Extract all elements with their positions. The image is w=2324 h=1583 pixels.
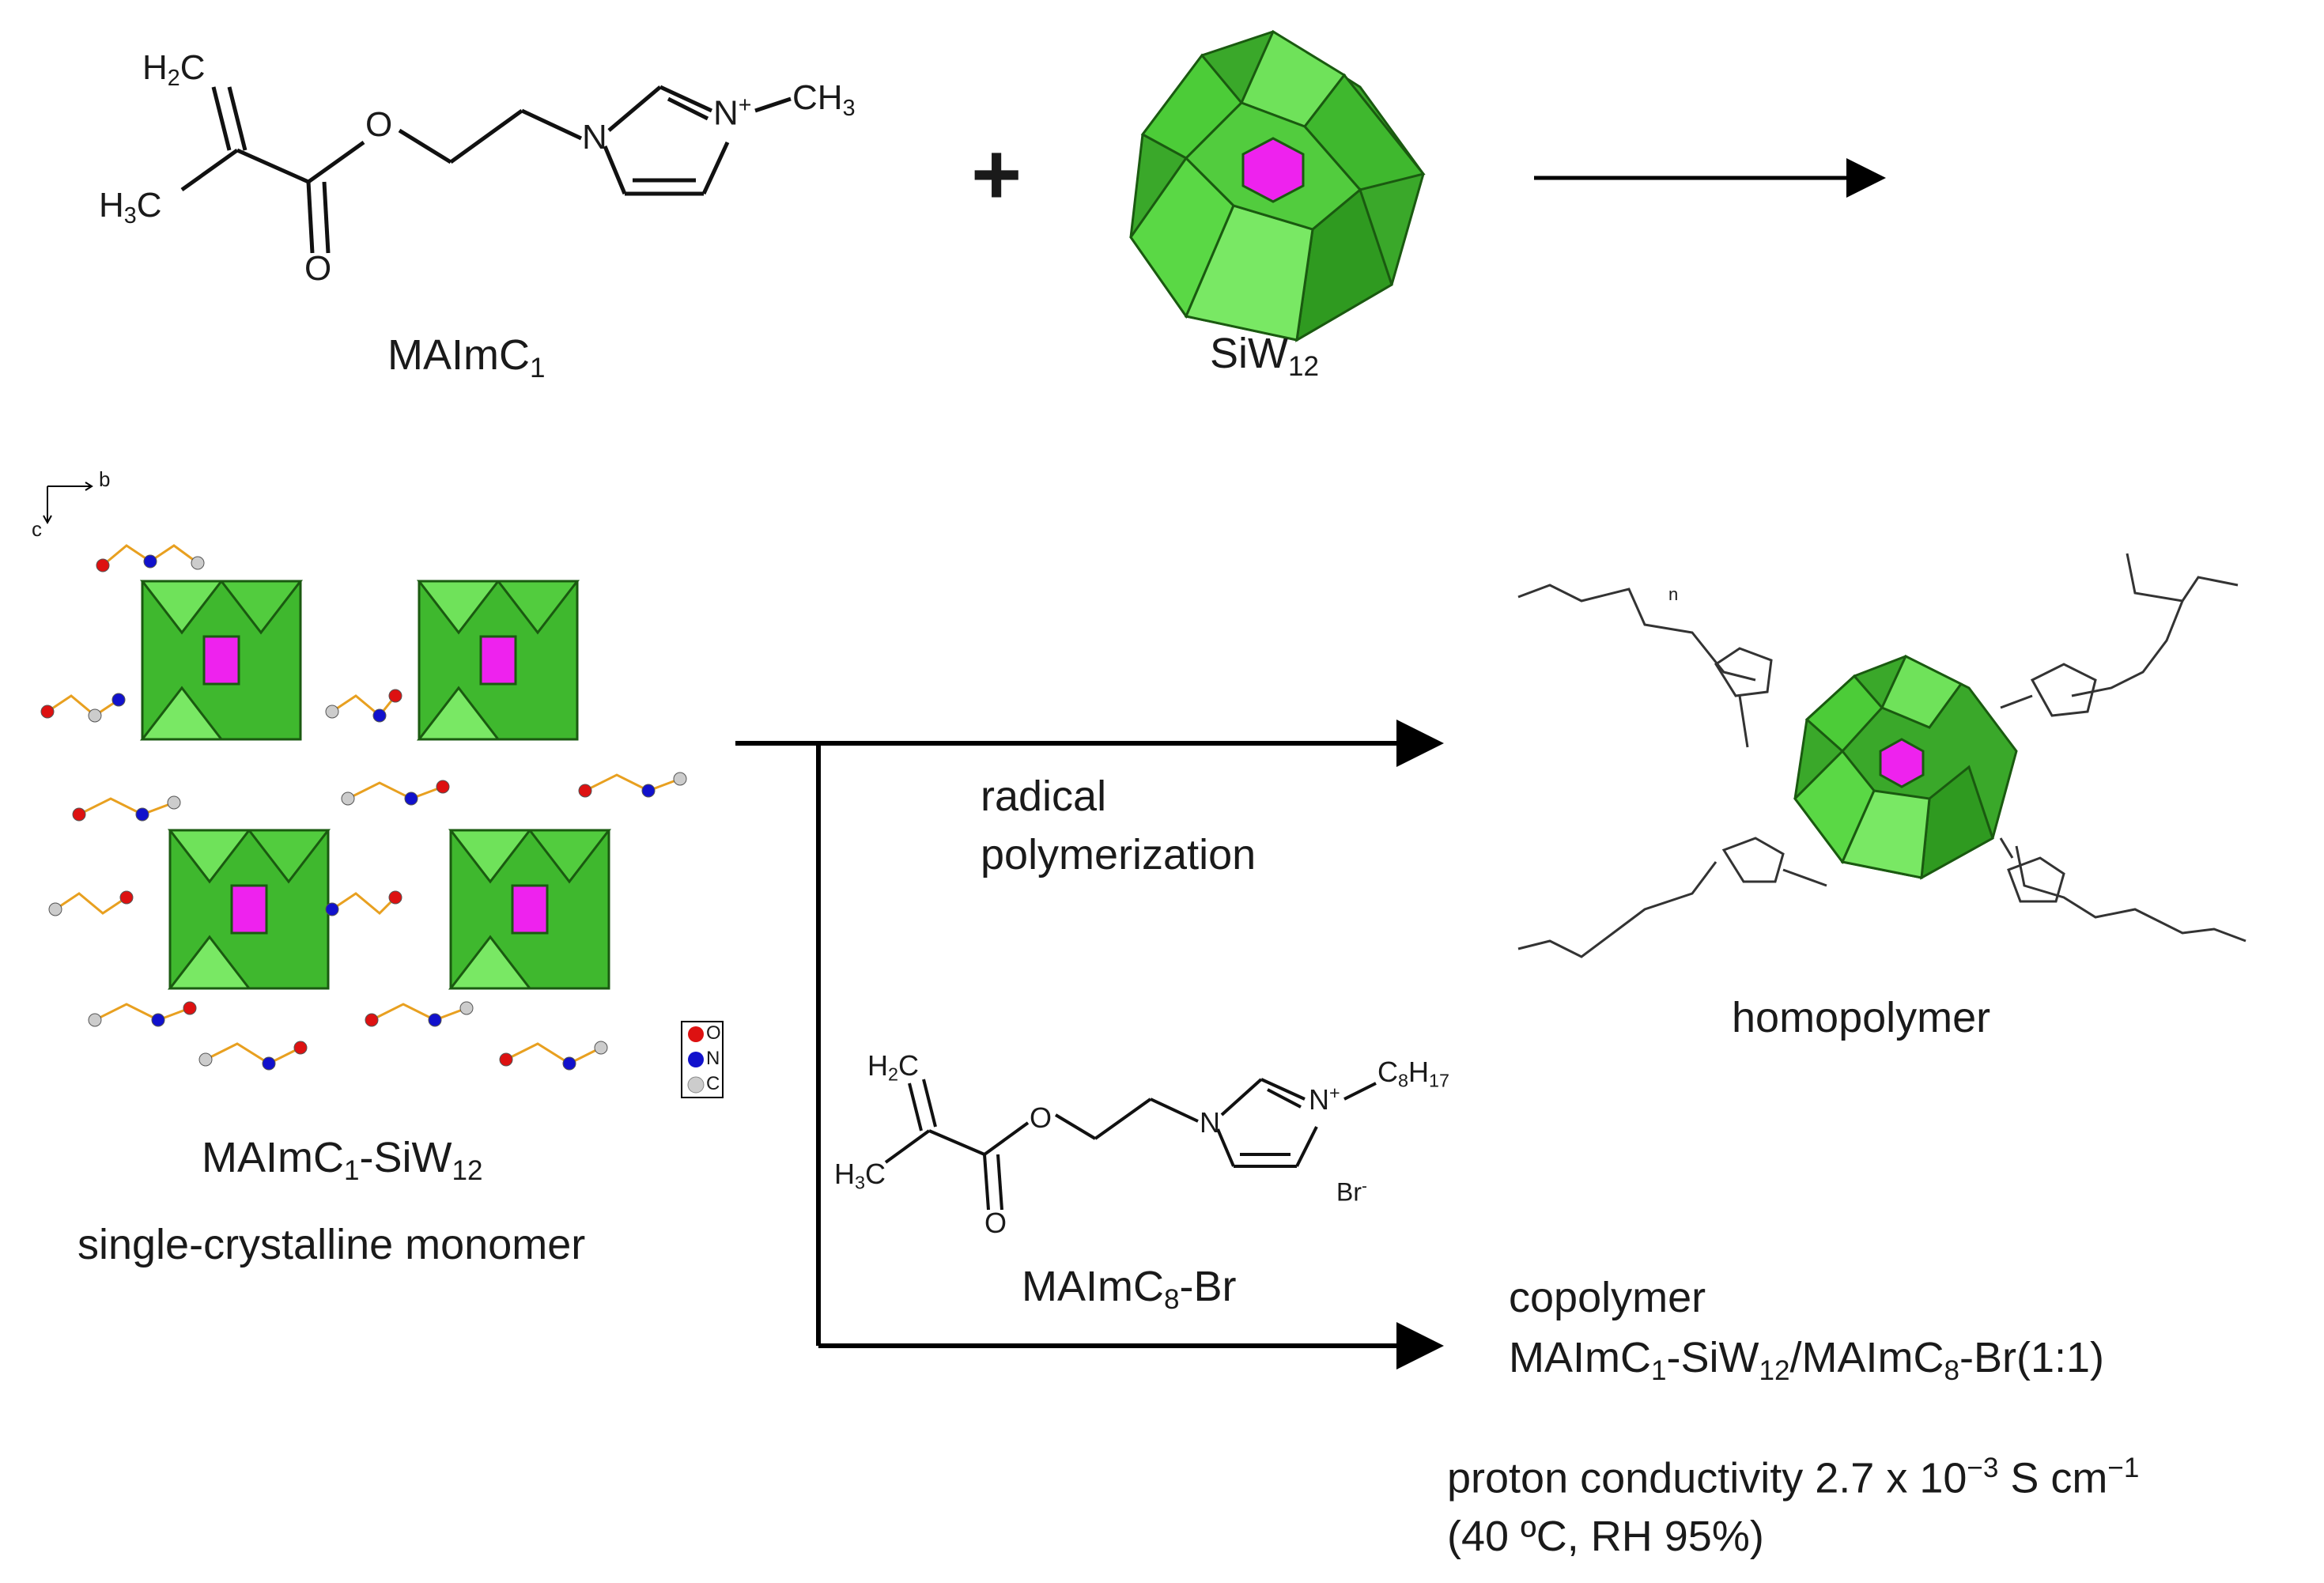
comonomer-carbonyl-o: O bbox=[984, 1207, 1007, 1239]
crystal-caption: single-crystalline monomer bbox=[77, 1221, 586, 1268]
homopolymer-caption: homopolymer bbox=[1732, 994, 1991, 1041]
branch-arrows bbox=[735, 720, 1444, 1370]
monomer-n1: N bbox=[582, 118, 607, 157]
comonomer-ester-o: O bbox=[1030, 1101, 1052, 1134]
monomer-structure bbox=[180, 85, 792, 254]
comonomer-structure bbox=[884, 1078, 1377, 1211]
monomer-ester-o: O bbox=[365, 105, 393, 144]
conductivity-conditions: (40 ºC, RH 95%) bbox=[1447, 1513, 1764, 1560]
homopolymer-cluster bbox=[1793, 654, 2018, 880]
comonomer-n1: N bbox=[1200, 1106, 1220, 1139]
monomer-n3: N+ bbox=[713, 93, 752, 133]
monomer-ch3: CH3 bbox=[792, 78, 856, 121]
monomer-h2c: H2C bbox=[142, 48, 206, 91]
crystal-packing bbox=[139, 580, 612, 990]
homopolymer-arms bbox=[1517, 553, 2247, 958]
siw12-cluster bbox=[1129, 29, 1426, 342]
legend-o-label: O bbox=[706, 1022, 721, 1044]
comonomer-name: MAImC8-Br bbox=[1022, 1263, 1237, 1315]
axis-c-label: c bbox=[32, 517, 42, 541]
atom-legend-box bbox=[681, 1021, 724, 1098]
comonomer-counterion: Br- bbox=[1336, 1177, 1367, 1207]
monomer-carbonyl-o: O bbox=[304, 249, 332, 288]
comonomer-alkyl: C8H17 bbox=[1377, 1056, 1450, 1091]
axis-indicator bbox=[43, 482, 93, 525]
crystal-name: MAImC1-SiW12 bbox=[202, 1134, 483, 1186]
legend-c-dot bbox=[687, 1076, 705, 1094]
conductivity-value: proton conductivity 2.7 x 10−3 S cm−1 bbox=[1447, 1453, 2140, 1502]
legend-n-dot bbox=[688, 1052, 704, 1067]
legend-c-label: C bbox=[706, 1073, 720, 1094]
legend-n-label: N bbox=[706, 1048, 720, 1069]
plus-sign: + bbox=[971, 126, 1022, 223]
crystal-bonds bbox=[47, 544, 681, 1065]
legend-o-dot bbox=[688, 1026, 704, 1042]
chain-n-label: n bbox=[1668, 584, 1679, 604]
comonomer-h2c: H2C bbox=[867, 1049, 920, 1085]
copolymer-line1: copolymer bbox=[1509, 1274, 1706, 1321]
siw12-name: SiW12 bbox=[1210, 330, 1320, 382]
reaction-line1: radical bbox=[981, 773, 1107, 820]
reaction-line2: polymerization bbox=[981, 831, 1256, 878]
crystal-atoms bbox=[40, 554, 687, 1071]
comonomer-n3: N+ bbox=[1309, 1082, 1340, 1116]
copolymer-line2: MAImC1-SiW12/MAImC8-Br(1:1) bbox=[1509, 1334, 2105, 1386]
monomer-name: MAImC1 bbox=[387, 331, 546, 383]
monomer-h3c: H3C bbox=[99, 186, 162, 229]
axis-b-label: b bbox=[99, 467, 111, 491]
comonomer-h3c: H3C bbox=[834, 1158, 886, 1193]
